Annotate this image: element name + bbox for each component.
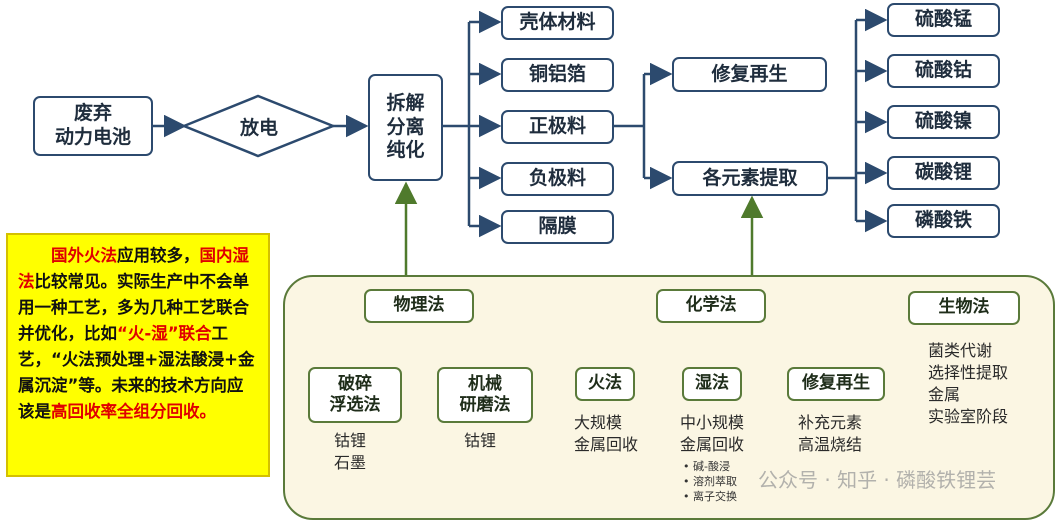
biological-result: 菌类代谢 选择性提取 金属 实验室阶段: [928, 341, 1009, 426]
product-mnso4: 硫酸锰: [887, 3, 1000, 37]
hydro-bullets: • 碱-酸浸 • 溶剂萃取 • 离子交换: [683, 460, 737, 503]
chemical-hydro: 湿法: [682, 367, 742, 401]
physical-crush-flotation: 破碎 浮选法: [308, 367, 402, 423]
path-repair-regenerate: 修复再生: [672, 57, 827, 92]
component-anode: 负极料: [501, 162, 614, 196]
product-li2co3: 碳酸锂: [887, 156, 1000, 190]
physical-mechanical-milling: 机械 研磨法: [437, 367, 533, 423]
watermark: 公众号 · 知乎 · 磷酸铁锂芸: [758, 468, 997, 492]
product-fepo4: 磷酸铁: [887, 204, 1000, 238]
process-note: 国外火法应用较多，国内湿法比较常见。实际生产中不会单用一种工艺，多为几种工艺联合…: [6, 233, 270, 477]
product-coso4: 硫酸钴: [887, 54, 1000, 88]
chemical-pyro: 火法: [575, 367, 635, 401]
discharge-label: 放电: [239, 117, 278, 139]
method-biological: 生物法: [908, 291, 1020, 325]
dismantle-node: 拆解 分离 纯化: [368, 74, 443, 181]
mill-result: 钴锂: [464, 431, 497, 450]
method-physical: 物理法: [364, 289, 474, 323]
chemical-repair: 修复再生: [787, 367, 885, 401]
product-niso4: 硫酸镍: [887, 105, 1000, 139]
component-cathode: 正极料: [501, 110, 614, 144]
repair-result: 补充元素 高温烧结: [798, 413, 863, 454]
crush-result: 钴锂 石墨: [334, 431, 367, 472]
component-foil: 铜铝箔: [501, 58, 614, 92]
discharge-diamond: [180, 94, 337, 158]
component-separator: 隔膜: [501, 210, 614, 244]
start-node-waste-battery: 废弃 动力电池: [33, 96, 153, 156]
path-element-extraction: 各元素提取: [672, 161, 828, 196]
hydro-result: 中小规模 金属回收: [680, 413, 745, 454]
component-shell: 壳体材料: [501, 6, 614, 40]
pyro-result: 大规模 金属回收: [574, 413, 639, 454]
method-chemical: 化学法: [656, 289, 766, 323]
